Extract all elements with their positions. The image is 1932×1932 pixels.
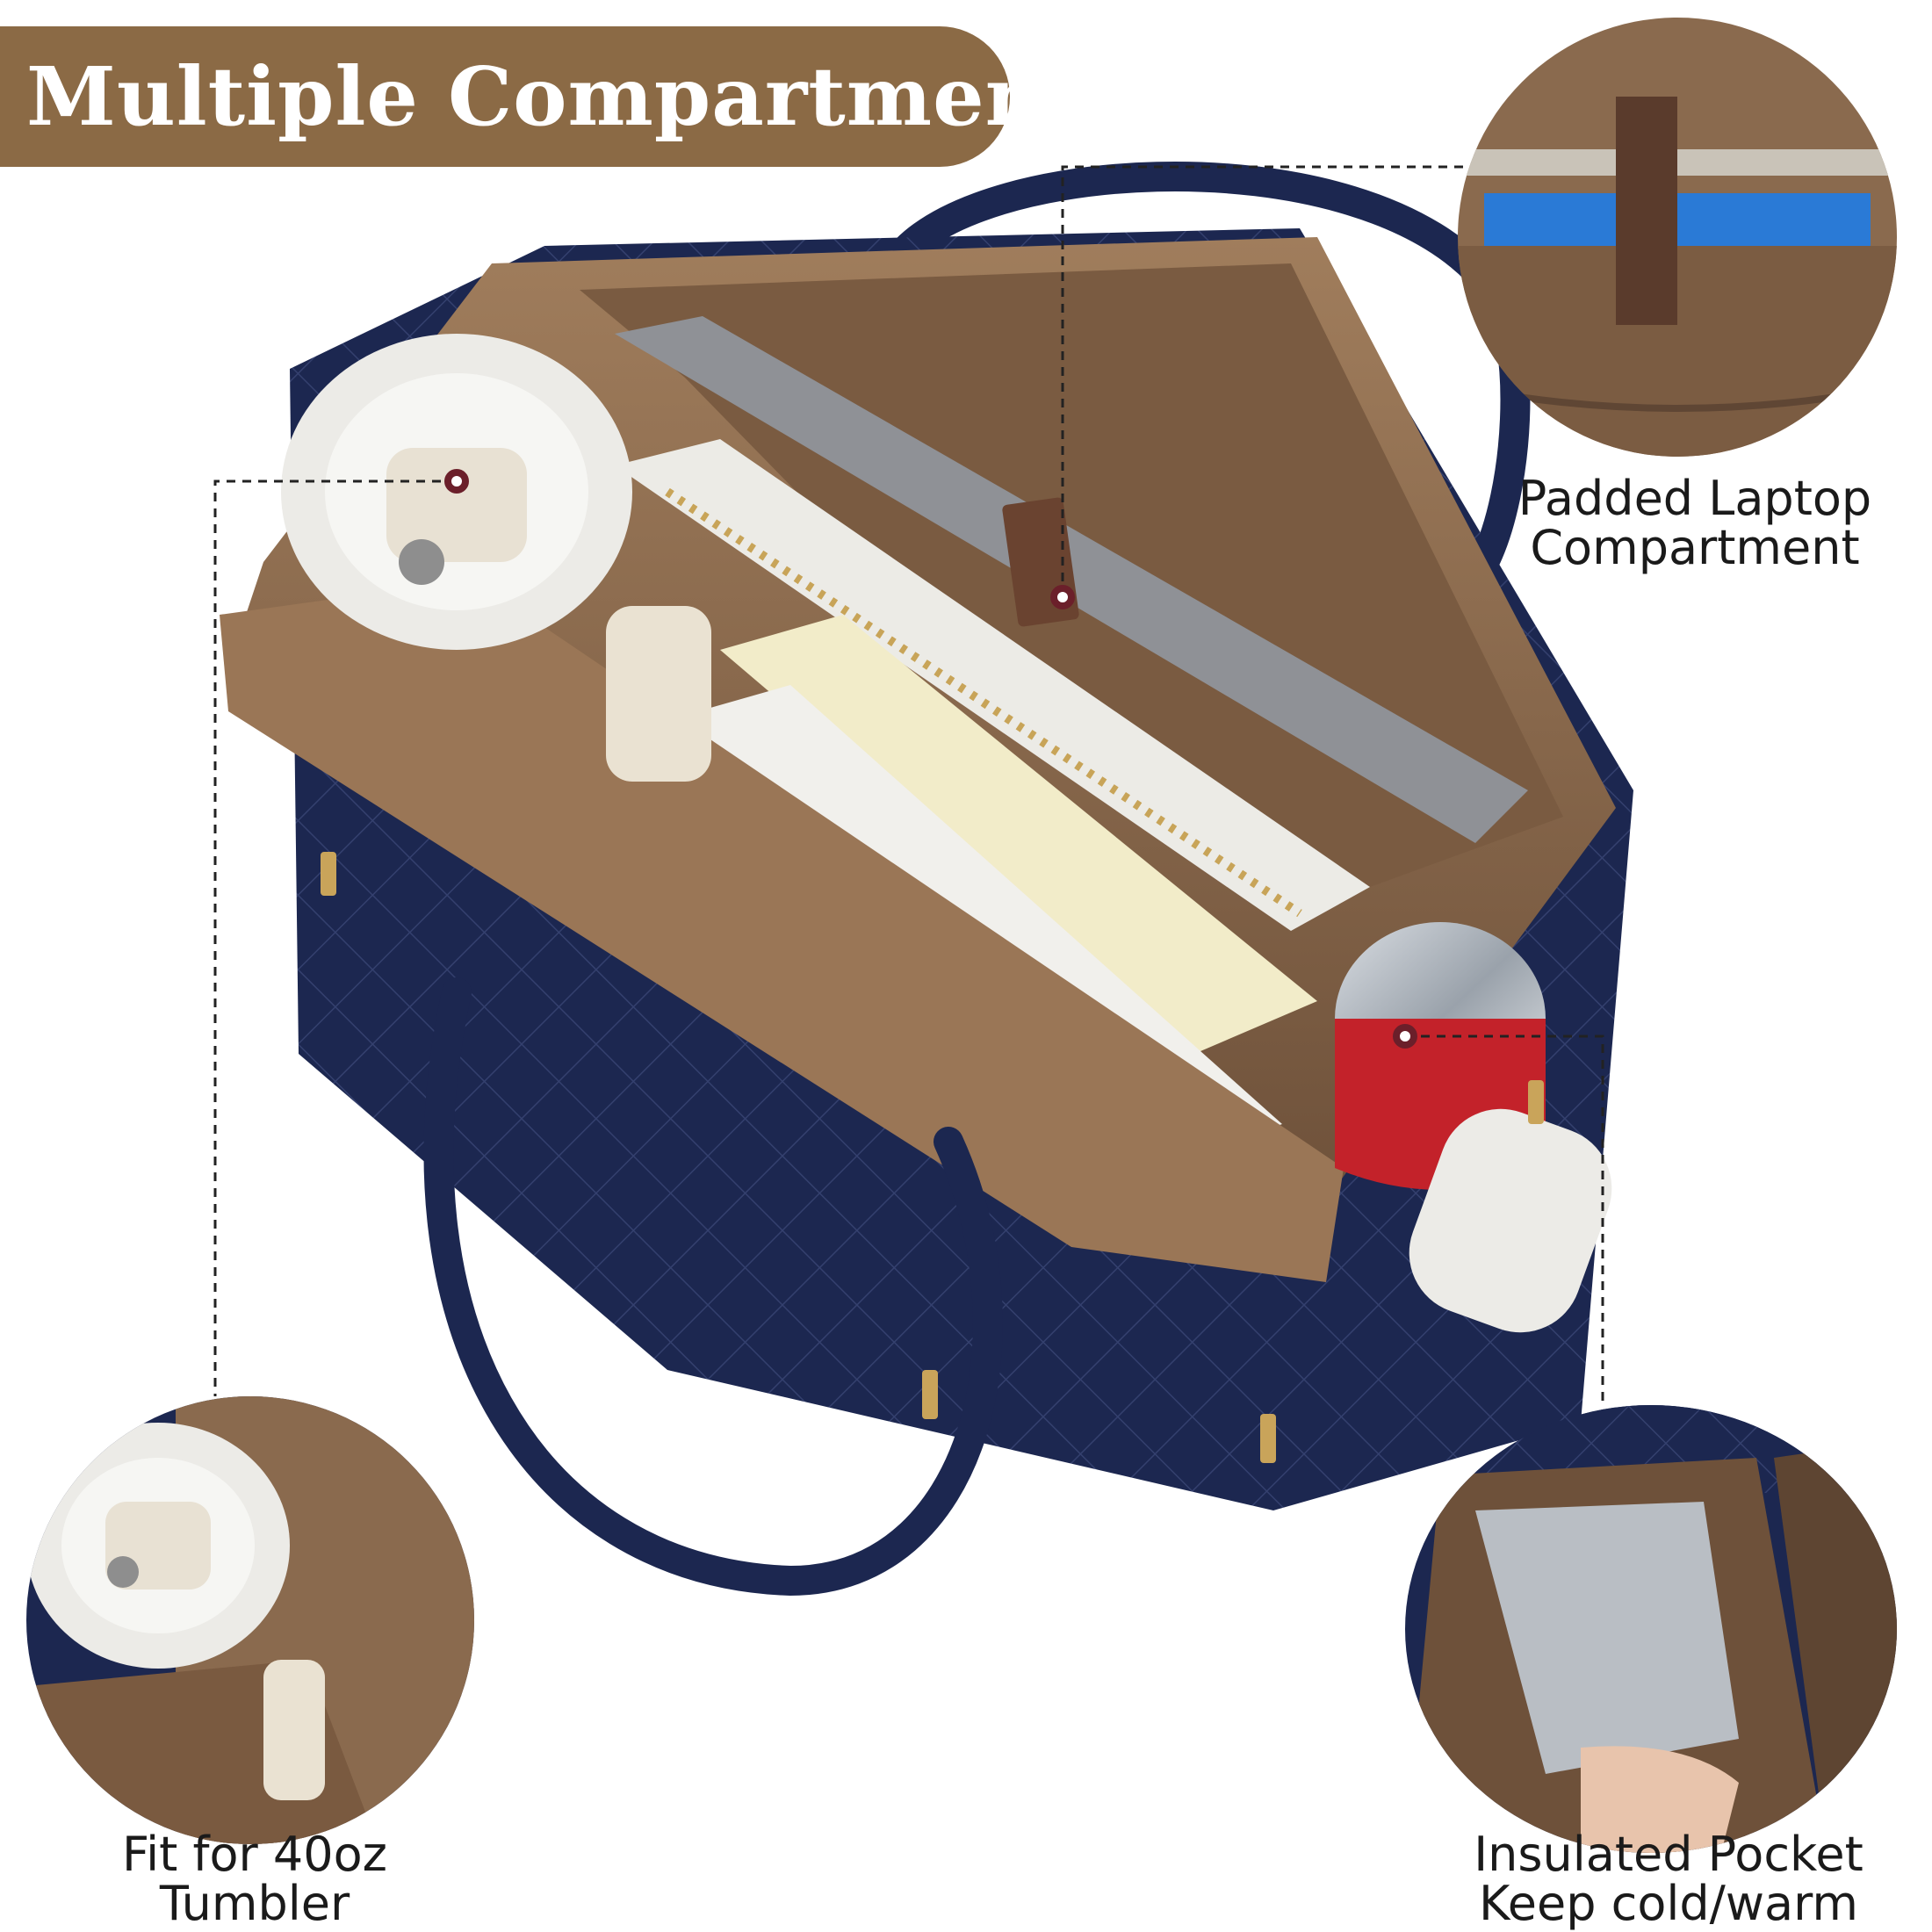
marker-tumbler: [444, 469, 469, 494]
caption-laptop-line1: Padded Laptop: [1517, 471, 1872, 526]
zipper-pulls: [321, 852, 1544, 1463]
front-handle: [423, 977, 1003, 1597]
callout-line-tumbler: [213, 479, 457, 1396]
notebook: [615, 439, 1370, 931]
back-handle: [872, 162, 1531, 577]
caption-insulated-line2: Keep cold/warm: [1479, 1876, 1858, 1931]
caption-tumbler: Fit for 40oz Tumbler: [53, 1830, 457, 1928]
marker-laptop: [1050, 585, 1075, 609]
thermos-bottle: [1409, 1108, 1612, 1333]
callout-line-insulated: [1405, 1034, 1604, 1405]
book-yellow: [720, 615, 1317, 1054]
tumbler-handle: [606, 606, 711, 782]
title-banner: Multiple Compartments: [0, 26, 1128, 167]
caption-insulated: Insulated Pocket Keep cold/warm: [1440, 1830, 1897, 1928]
caption-tumbler-line1: Fit for 40oz: [122, 1827, 387, 1882]
caption-insulated-line1: Insulated Pocket: [1474, 1827, 1864, 1882]
caption-laptop-line2: Compartment: [1530, 520, 1860, 575]
notebook-spiral: [665, 487, 1302, 918]
detail-circle-insulated: [1405, 1405, 1897, 1853]
caption-tumbler-line2: Tumbler: [159, 1876, 350, 1931]
callout-line-laptop: [1061, 165, 1484, 597]
banner-title: Multiple Compartments: [26, 49, 1129, 144]
detail-circle-laptop: [1458, 18, 1897, 457]
marker-insulated: [1393, 1024, 1417, 1049]
caption-laptop: Padded Laptop Compartment: [1493, 474, 1897, 573]
front-pocket-flap: [220, 580, 1344, 1282]
detail-circle-tumbler: [26, 1396, 474, 1844]
